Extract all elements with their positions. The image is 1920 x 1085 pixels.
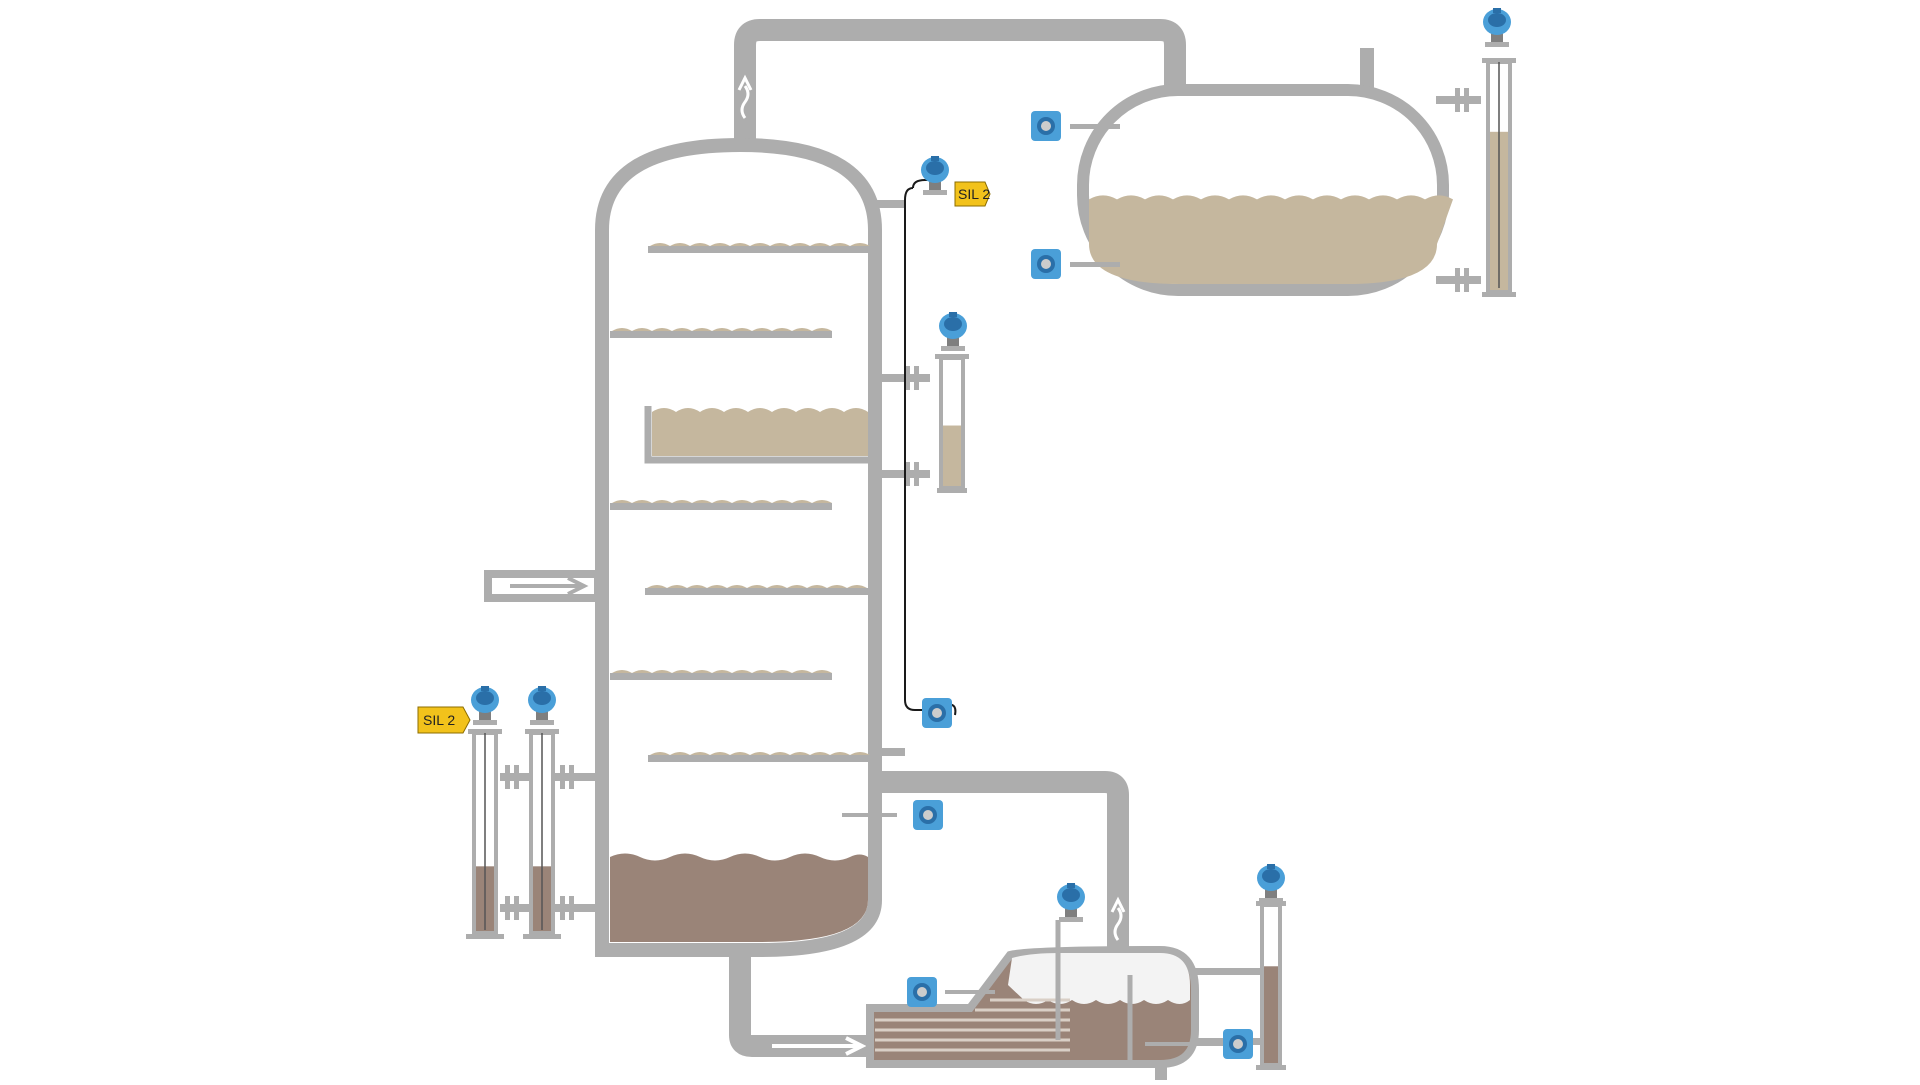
flange xyxy=(905,366,910,390)
column-trays xyxy=(610,243,870,762)
chamber-base xyxy=(1482,292,1516,297)
radar-transmitter-icon xyxy=(921,156,949,195)
reboiler xyxy=(866,945,1199,1080)
flange xyxy=(569,896,574,920)
dp-capillary-top xyxy=(912,179,935,189)
vapor-arrow-icon xyxy=(1110,896,1126,941)
column-sump-liquid xyxy=(610,853,868,942)
bottoms-pipe xyxy=(729,955,870,1057)
flange xyxy=(1455,88,1460,112)
reflux-drum xyxy=(1077,48,1453,296)
tray-1-froth xyxy=(650,243,870,246)
radar-transmitter-icon xyxy=(939,312,967,351)
column-side-chamber xyxy=(935,354,969,493)
sil-tag-label: SIL 2 xyxy=(423,712,455,728)
chamber-liquid xyxy=(1264,966,1278,1063)
column-temp-probe xyxy=(842,813,897,817)
sil-tag-icon xyxy=(954,181,991,207)
radar-transmitter-icon xyxy=(471,686,499,725)
tray-5-froth xyxy=(647,585,867,588)
flange xyxy=(905,462,910,486)
tray-6-froth xyxy=(612,670,832,673)
flange xyxy=(1464,88,1469,112)
flange xyxy=(1455,268,1460,292)
reboiler-chamber xyxy=(1256,901,1286,1070)
drum-boot-chamber xyxy=(1482,58,1516,297)
sil-tag-icon xyxy=(417,706,471,734)
reboiler-drain xyxy=(1155,1064,1167,1080)
chamber-cap xyxy=(1256,901,1286,906)
chamber-base xyxy=(937,488,967,493)
reboiler-temp-probe-2 xyxy=(1145,1042,1225,1046)
tray-2-froth xyxy=(612,328,832,331)
dp-transmitter-icon xyxy=(1223,1029,1253,1059)
dp-transmitter-icon xyxy=(913,800,943,830)
flanges xyxy=(505,88,1469,920)
dp-transmitter-icon xyxy=(922,698,952,728)
reboiler-vapor-return xyxy=(880,771,1129,958)
sil-tag-left-chamber: SIL 2 xyxy=(417,706,471,734)
chamber-base xyxy=(523,934,561,939)
nozzle xyxy=(875,470,930,478)
tray-3-downcomer xyxy=(644,406,868,464)
flange xyxy=(914,462,919,486)
reboiler-temp-probe-1 xyxy=(945,990,995,994)
flange xyxy=(505,765,510,789)
tray-5 xyxy=(645,588,868,595)
dp-transmitter-icon xyxy=(907,977,937,1007)
chamber-base xyxy=(1256,1065,1286,1070)
tray-7-froth xyxy=(650,752,870,755)
chamber-base xyxy=(466,934,504,939)
chamber-cap xyxy=(1482,58,1516,63)
tray-4-froth xyxy=(612,500,832,503)
flange xyxy=(569,765,574,789)
sil-tag-label: SIL 2 xyxy=(958,186,990,202)
flange xyxy=(514,765,519,789)
chamber-cap xyxy=(935,354,969,359)
flange xyxy=(560,896,565,920)
tray-6 xyxy=(610,673,832,680)
drum-probe-lower xyxy=(1070,262,1120,267)
radar-transmitter-icon xyxy=(1257,864,1285,903)
overhead-vapor-pipe xyxy=(734,19,1186,140)
chamber-liquid xyxy=(943,425,961,486)
flange xyxy=(514,896,519,920)
chamber-cap xyxy=(468,729,502,734)
flow-arrow-icon xyxy=(772,1036,867,1056)
tray-1 xyxy=(648,246,868,253)
chamber-cap xyxy=(525,729,559,734)
left-chamber-2 xyxy=(523,729,561,939)
flange xyxy=(1464,268,1469,292)
distillation-column xyxy=(595,137,882,957)
dp-transmitter-icon xyxy=(1031,111,1061,141)
vapor-arrow-icon xyxy=(737,74,753,119)
nozzle xyxy=(875,200,905,208)
reboiler-foam xyxy=(1008,953,1190,1004)
radar-transmitter-icon xyxy=(528,686,556,725)
sil-tag-column: SIL 2 xyxy=(954,181,991,207)
nozzle xyxy=(875,748,905,756)
feed-inlet xyxy=(484,570,602,602)
tray-4 xyxy=(610,503,832,510)
tray-3-liquid xyxy=(652,408,868,456)
flange xyxy=(560,765,565,789)
tray-2 xyxy=(610,331,832,338)
drum-vent-nozzle xyxy=(1360,48,1374,94)
nozzle xyxy=(1195,968,1265,975)
radar-transmitter-icon xyxy=(1483,8,1511,47)
level-chambers xyxy=(466,58,1516,1070)
nozzle xyxy=(875,374,930,382)
tray-7 xyxy=(648,755,868,762)
flow-arrow-icon xyxy=(510,576,589,596)
dp-transmitter-icon xyxy=(1031,249,1061,279)
radar-transmitter-icon xyxy=(1057,883,1085,922)
left-chamber-1 xyxy=(466,729,504,939)
flange xyxy=(505,896,510,920)
dp-capillary xyxy=(904,187,922,711)
drum-liquid xyxy=(1089,195,1453,284)
flange xyxy=(914,366,919,390)
drum-probe-upper xyxy=(1070,124,1120,129)
